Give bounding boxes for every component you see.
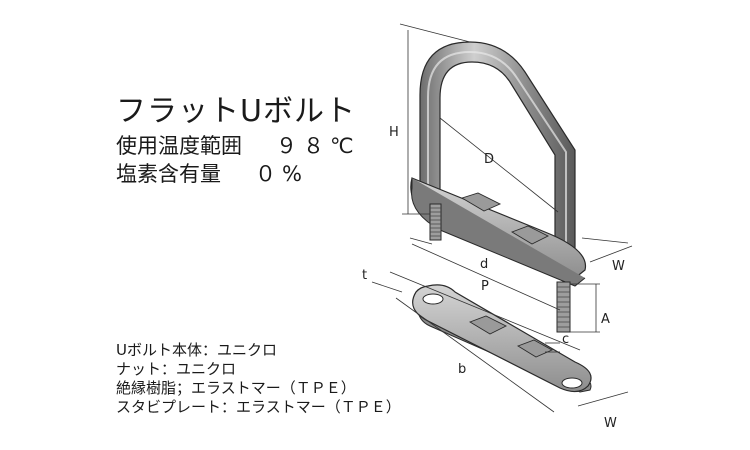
dimension-lines: [371, 23, 633, 413]
materials-list: Uボルト本体：ユニクロ ナット：ユニクロ 絶縁樹脂；エラストマー（ＴＰＥ） スタ…: [116, 341, 401, 417]
dim-label-b: b: [458, 362, 466, 377]
spec-value: ０%: [255, 162, 308, 186]
dim-label-d: d: [480, 257, 488, 272]
spec-label: 塩素含有量: [116, 162, 221, 186]
dim-label-A: A: [601, 312, 610, 327]
spec-value: ９８℃: [276, 134, 360, 158]
threaded-end-left: [429, 203, 442, 241]
product-title: フラットUボルト: [116, 94, 356, 129]
bolt-hole: [561, 377, 583, 389]
dim-label-t: t: [362, 268, 367, 283]
spec-label: 使用温度範囲: [116, 134, 242, 158]
threaded-end-right: [556, 281, 571, 333]
dim-label-c: c: [562, 332, 569, 347]
material-item: スタビプレート：エラストマー（ＴＰＥ）: [116, 398, 401, 416]
spec-row-temperature: 使用温度範囲 ９８℃: [116, 130, 360, 160]
stabi-plate: [412, 284, 592, 393]
dim-label-H: H: [389, 125, 399, 140]
bolt-hole: [422, 293, 444, 305]
material-item: 絶縁樹脂；エラストマー（ＴＰＥ）: [116, 379, 356, 397]
insulating-plate: [410, 177, 587, 287]
dim-label-W-top: W: [612, 259, 625, 274]
dim-label-D: D: [484, 152, 494, 167]
u-bolt-body: [419, 41, 576, 263]
dim-label-P: P: [481, 279, 489, 294]
spec-row-chlorine: 塩素含有量 ０%: [116, 158, 308, 188]
dim-label-W-bottom: W: [604, 416, 617, 431]
material-item: ナット：ユニクロ: [116, 360, 237, 378]
material-item: Uボルト本体：ユニクロ: [116, 341, 277, 359]
